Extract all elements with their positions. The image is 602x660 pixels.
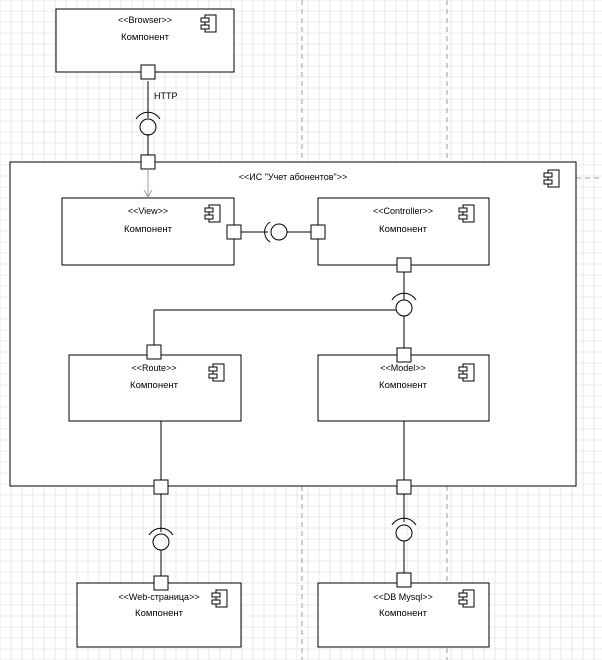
web-page-stereotype: <<Web-страница>> (118, 592, 199, 602)
db-component[interactable]: <<DB Mysql>> Компонент (317, 582, 490, 648)
controller-bottom-port[interactable] (396, 257, 412, 273)
controller-model-connector[interactable] (153, 272, 417, 348)
component-icon (200, 14, 217, 33)
route-top-port[interactable] (146, 344, 162, 360)
web-page-name: Компонент (135, 608, 184, 619)
http-label: HTTP (154, 91, 178, 101)
browser-port[interactable] (140, 64, 156, 80)
route-name: Компонент (130, 380, 179, 391)
controller-name: Компонент (379, 224, 428, 235)
browser-name: Компонент (121, 32, 170, 43)
browser-stereotype: <<Browser>> (118, 15, 172, 25)
container-bottom-right-port[interactable] (396, 479, 412, 495)
delegation-arrow (143, 169, 153, 199)
model-stereotype: <<Model>> (380, 363, 426, 373)
model-top-port[interactable] (396, 347, 412, 363)
component-icon (211, 589, 228, 608)
http-connector[interactable]: HTTP (135, 81, 178, 155)
controller-stereotype: <<Controller>> (373, 206, 433, 216)
route-web-connector[interactable] (148, 421, 174, 576)
container-top-port[interactable] (140, 154, 156, 170)
model-name: Компонент (379, 380, 428, 391)
db-stereotype: <<DB Mysql>> (373, 592, 433, 602)
view-stereotype: <<View>> (128, 206, 168, 216)
container-bottom-left-port[interactable] (153, 479, 169, 495)
controller-left-port[interactable] (310, 224, 326, 240)
guide-lines (301, 0, 602, 660)
view-component[interactable]: <<View>> Компонент (61, 197, 235, 266)
view-controller-connector[interactable] (241, 221, 311, 243)
component-icon (204, 204, 221, 223)
component-icon (458, 204, 475, 223)
component-icon (458, 363, 475, 382)
web-page-component[interactable]: <<Web-страница>> Компонент (76, 582, 242, 648)
web-page-port[interactable] (153, 575, 169, 591)
model-db-connector[interactable] (391, 421, 417, 573)
db-port[interactable] (396, 572, 412, 588)
component-icon (458, 589, 475, 608)
container-stereotype: <<ИС "Учет абонентов">> (239, 172, 348, 182)
model-component[interactable]: <<Model>> Компонент (317, 354, 490, 422)
route-component[interactable]: <<Route>> Компонент (68, 354, 242, 422)
browser-component[interactable]: <<Browser>> Компонент (55, 8, 235, 73)
component-icon (208, 363, 225, 382)
controller-component[interactable]: <<Controller>> Компонент (317, 197, 490, 266)
view-name: Компонент (124, 224, 173, 235)
db-name: Компонент (379, 608, 428, 619)
component-icon (543, 169, 560, 188)
view-port[interactable] (226, 224, 242, 240)
route-stereotype: <<Route>> (131, 363, 176, 373)
